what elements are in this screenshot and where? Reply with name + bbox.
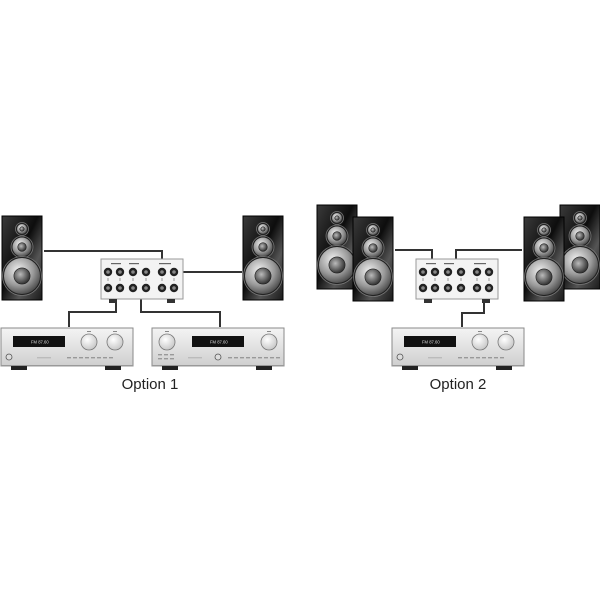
woofer-driver [243, 256, 283, 296]
wire-right-speakers [455, 249, 522, 262]
volume-knob-icon [106, 333, 124, 351]
option-2-right-speaker-front [523, 216, 565, 302]
foot [424, 299, 432, 303]
midrange-driver [10, 235, 34, 259]
foot [162, 366, 178, 370]
power-button-icon [396, 353, 404, 361]
foot [482, 299, 490, 303]
option-2-right-speaker-back [559, 204, 600, 290]
option-1-amplifier-a: FM 87.60 [0, 327, 134, 370]
volume-knob-icon [497, 333, 515, 351]
woofer-driver [353, 257, 393, 297]
tweeter-driver [537, 223, 551, 237]
foot [105, 366, 121, 370]
option-2-left-speaker-back [316, 204, 358, 290]
wire-amp-b [140, 293, 221, 327]
option-1-amplifier-b: FM 87.60 [151, 327, 285, 370]
volume-knob-icon [158, 333, 176, 351]
wire-amp [461, 299, 485, 327]
power-button-icon [214, 353, 222, 361]
option-1-right-speaker [242, 215, 284, 301]
midrange-driver [568, 224, 592, 248]
option-1-left-speaker [1, 215, 43, 301]
midrange-driver [251, 235, 275, 259]
foot [256, 366, 272, 370]
wire-amp-a [68, 299, 117, 327]
wire-left-speaker [44, 250, 163, 262]
devices: FM 87.60 FM 87.60 FM 87.60 [0, 204, 600, 370]
foot [496, 366, 512, 370]
option-1-speaker-switch [100, 258, 184, 303]
volume-knob-icon [471, 333, 489, 351]
display-text: FM 87.60 [210, 340, 228, 345]
option-2-left-speaker-front [352, 216, 394, 302]
midrange-driver [361, 236, 385, 260]
volume-knob-icon [260, 333, 278, 351]
power-button-icon [5, 353, 13, 361]
midrange-driver [532, 236, 556, 260]
volume-knob-icon [80, 333, 98, 351]
option-1-label: Option 1 [121, 376, 179, 393]
display-panel [404, 336, 456, 347]
woofer-driver [2, 256, 42, 296]
foot [167, 299, 175, 303]
foot [109, 299, 117, 303]
woofer-driver [317, 245, 357, 285]
display-text: FM 87.60 [422, 340, 440, 345]
woofer-driver [524, 257, 564, 297]
display-panel [13, 336, 65, 347]
wire-left-speakers [395, 249, 433, 262]
display-panel [192, 336, 244, 347]
tweeter-driver [15, 222, 29, 236]
tweeter-driver [573, 211, 587, 225]
foot [402, 366, 418, 370]
midrange-driver [325, 224, 349, 248]
foot [11, 366, 27, 370]
tweeter-driver [330, 211, 344, 225]
option-2-amplifier: FM 87.60 [391, 327, 525, 370]
wires [44, 249, 522, 327]
option-2-label: Option 2 [429, 376, 487, 393]
tweeter-driver [366, 223, 380, 237]
option-2-speaker-switch [415, 258, 499, 303]
tweeter-driver [256, 222, 270, 236]
display-text: FM 87.60 [31, 340, 49, 345]
woofer-driver [560, 245, 600, 285]
